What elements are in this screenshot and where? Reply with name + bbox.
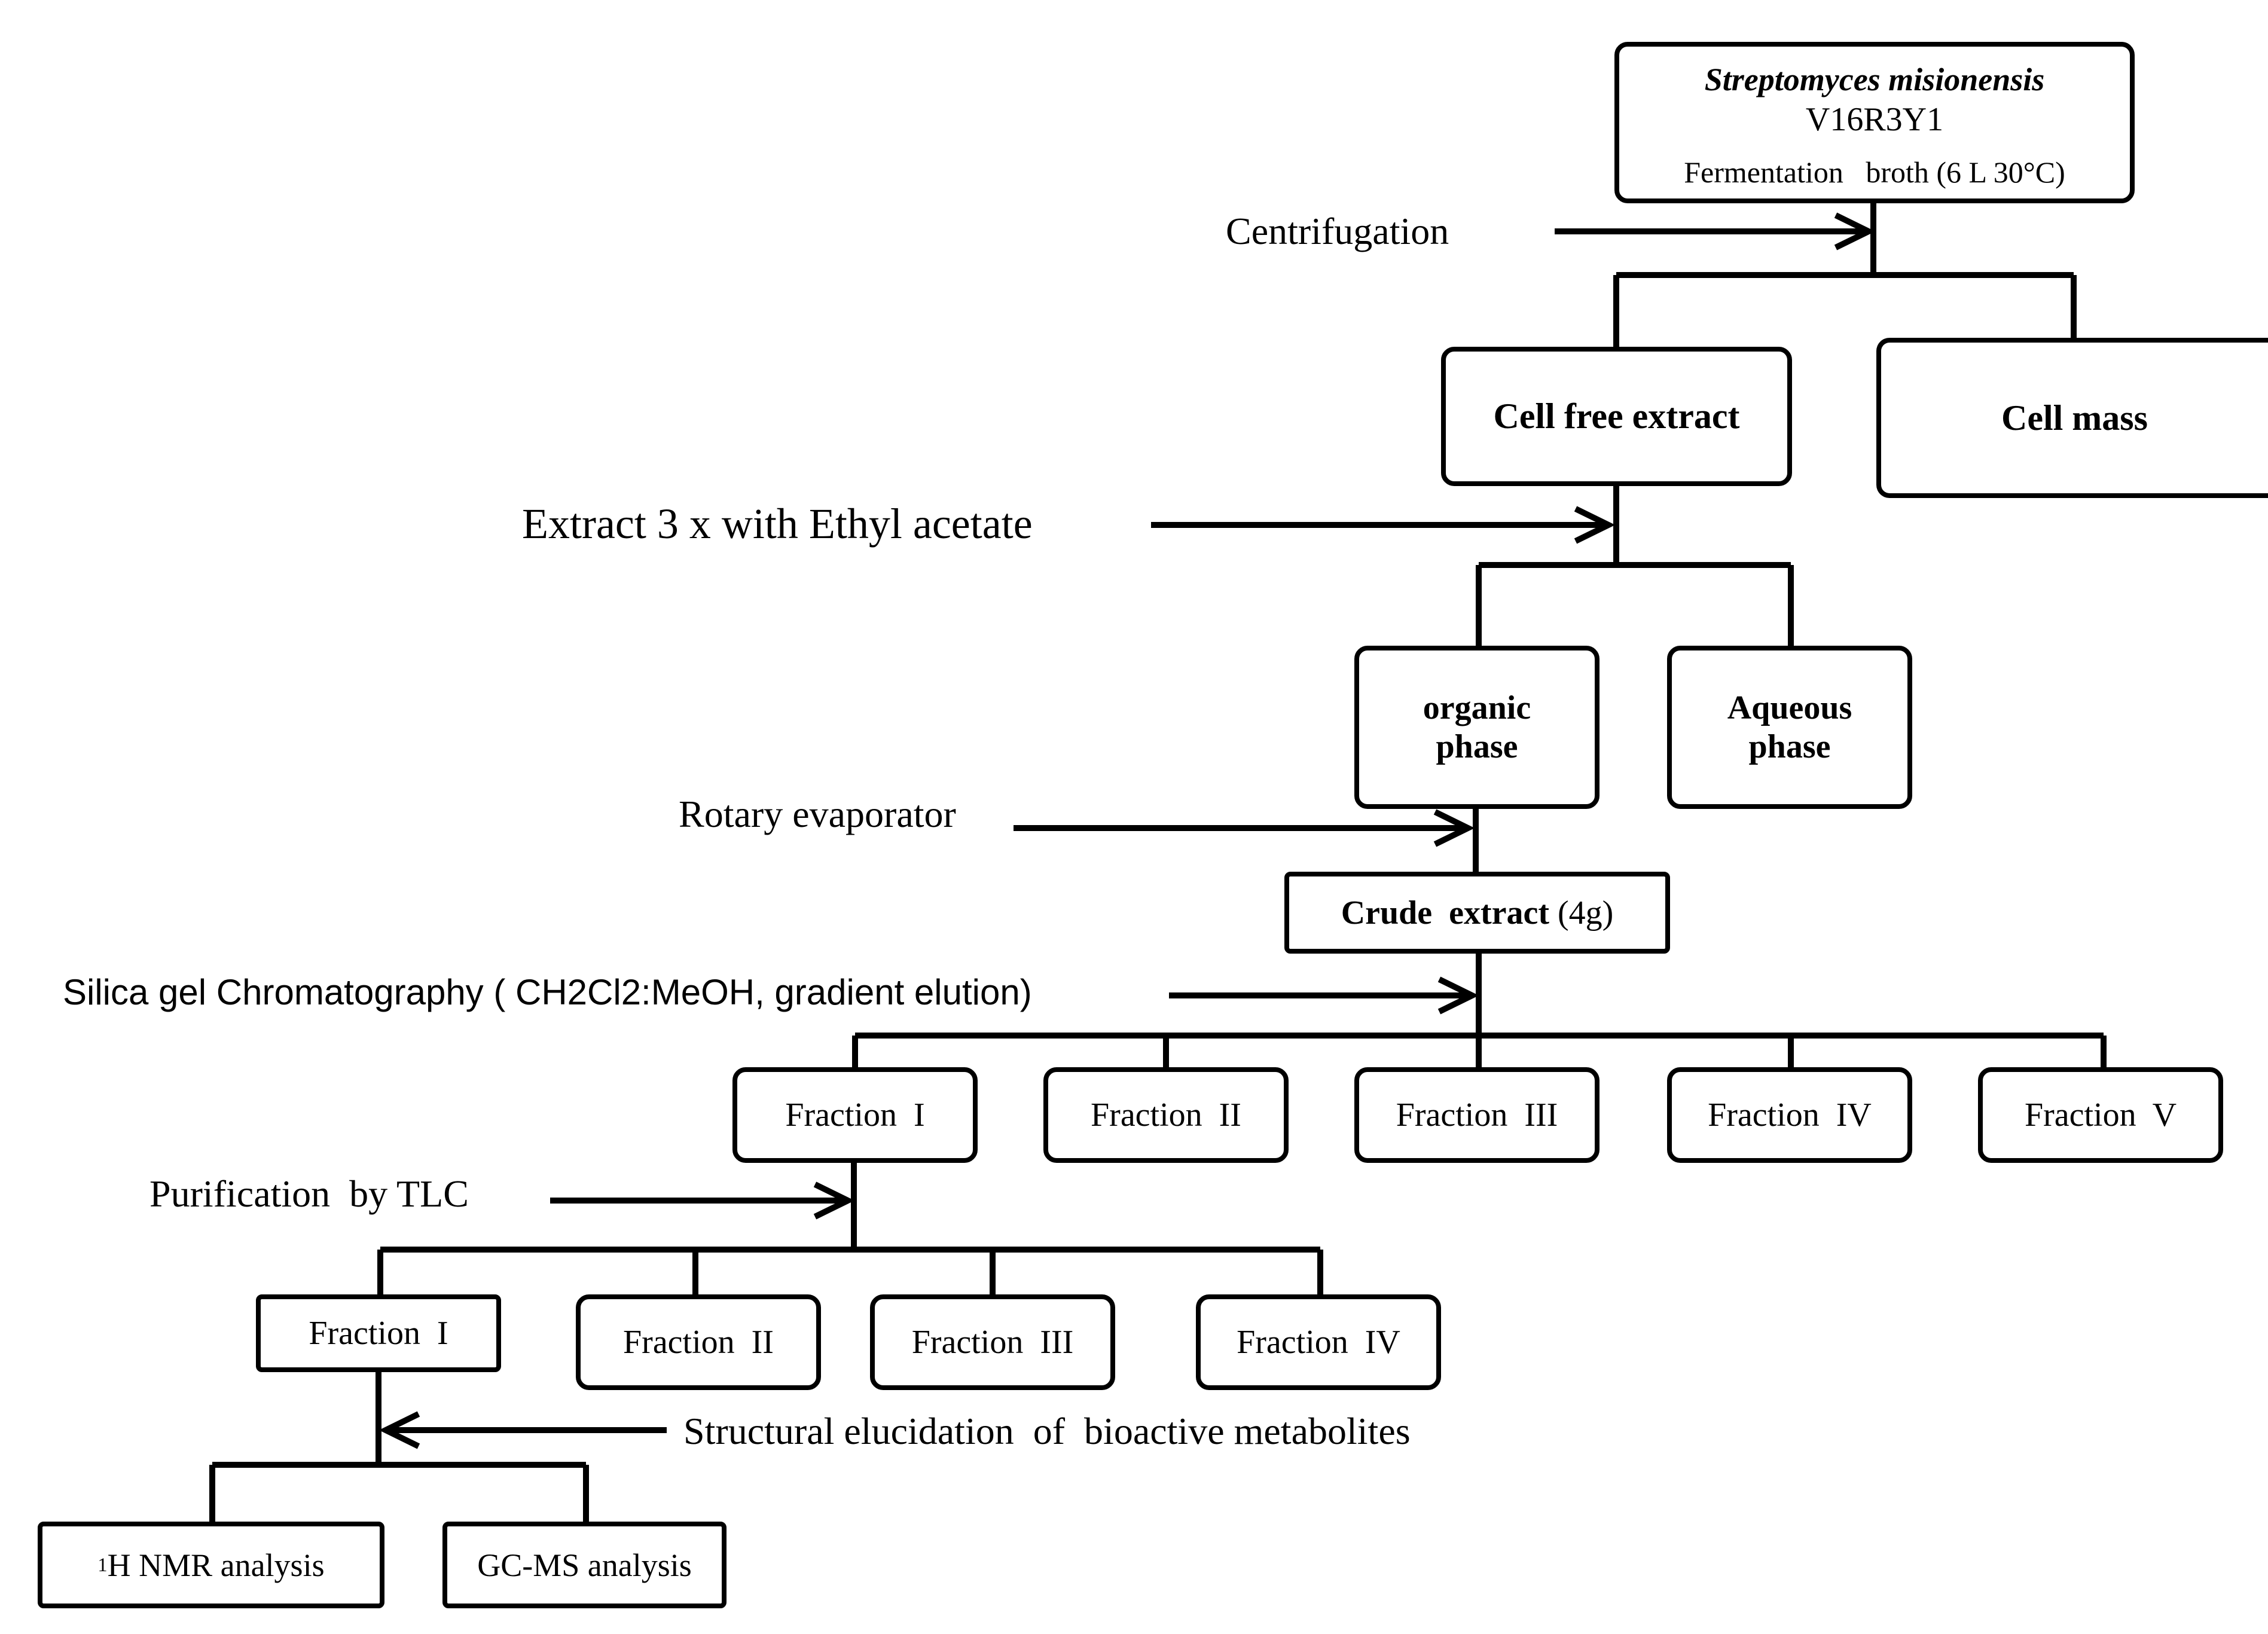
column-fraction-4-label: Fraction IV: [1708, 1097, 1872, 1134]
step-extraction: Extract 3 x with Ethyl acetate: [522, 500, 1033, 548]
organic-phase-line-2: phase: [1436, 728, 1518, 765]
column-fraction-5: Fraction V: [1978, 1067, 2223, 1163]
gcms-analysis-node: GC-MS analysis: [442, 1522, 727, 1608]
column-fraction-2-label: Fraction II: [1091, 1097, 1241, 1134]
column-fraction-4: Fraction IV: [1667, 1067, 1912, 1163]
tlc-fraction-3-label: Fraction III: [911, 1324, 1074, 1361]
organic-phase-node: organic phase: [1354, 646, 1599, 809]
column-fraction-2: Fraction II: [1043, 1067, 1289, 1163]
cell-free-extract-label: Cell free extract: [1493, 396, 1740, 436]
column-fraction-5-label: Fraction V: [2024, 1097, 2177, 1134]
step-chromatography: Silica gel Chromatography ( CH2Cl2:MeOH,…: [63, 972, 1032, 1012]
nmr-analysis-label: H NMR analysis: [107, 1547, 325, 1583]
organism-name: Streptomyces misionensis: [1704, 62, 2045, 97]
tlc-fraction-2: Fraction II: [576, 1294, 821, 1390]
tlc-fraction-4-label: Fraction IV: [1237, 1324, 1400, 1361]
aqueous-phase-line-2: phase: [1748, 728, 1831, 765]
step-centrifugation: Centrifugation: [1226, 210, 1449, 252]
tlc-fraction-2-label: Fraction II: [623, 1324, 774, 1361]
crude-extract-amount: (4g): [1558, 894, 1614, 931]
tlc-fraction-1-label: Fraction I: [309, 1315, 448, 1352]
source-node: Streptomyces misionensis V16R3Y1 Ferment…: [1614, 42, 2135, 203]
cell-mass-node: Cell mass: [1876, 338, 2268, 498]
crude-extract-label: Crude extract: [1341, 894, 1549, 931]
culture-label: Fermentation broth (6 L 30°C): [1684, 155, 2065, 190]
step-evaporation: Rotary evaporator: [679, 793, 956, 835]
tlc-fraction-1: Fraction I: [256, 1294, 501, 1372]
aqueous-phase-line-1: Aqueous: [1727, 689, 1852, 727]
column-fraction-1: Fraction I: [732, 1067, 978, 1163]
cell-free-extract-node: Cell free extract: [1441, 347, 1792, 486]
step-elucidation: Structural elucidation of bioactive meta…: [683, 1410, 1411, 1452]
column-fraction-1-label: Fraction I: [785, 1097, 925, 1134]
gcms-analysis-label: GC-MS analysis: [477, 1547, 692, 1583]
tlc-fraction-3: Fraction III: [870, 1294, 1115, 1390]
crude-extract-node: Crude extract (4g): [1284, 872, 1670, 954]
organic-phase-line-1: organic: [1423, 689, 1531, 727]
column-fraction-3-label: Fraction III: [1396, 1097, 1558, 1134]
cell-mass-label: Cell mass: [2001, 398, 2148, 438]
step-tlc: Purification by TLC: [149, 1172, 469, 1215]
strain-label: V16R3Y1: [1805, 101, 1944, 139]
tlc-fraction-4: Fraction IV: [1196, 1294, 1441, 1390]
column-fraction-3: Fraction III: [1354, 1067, 1599, 1163]
aqueous-phase-node: Aqueous phase: [1667, 646, 1912, 809]
